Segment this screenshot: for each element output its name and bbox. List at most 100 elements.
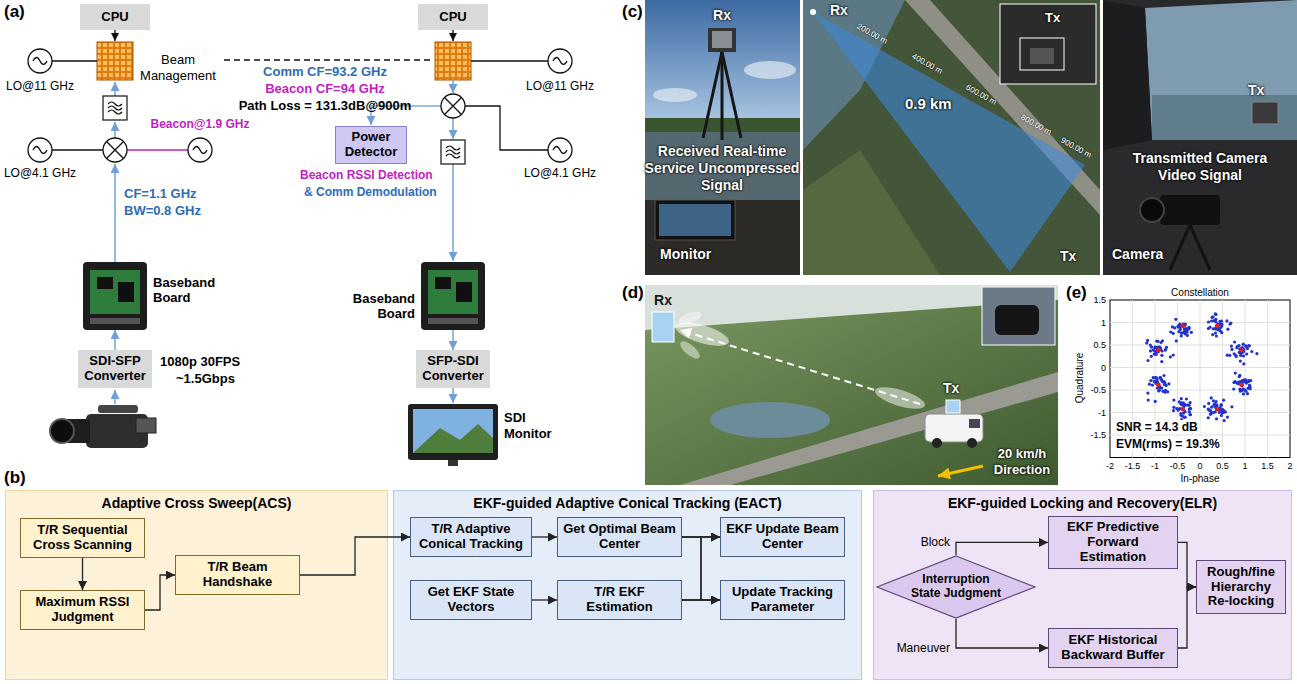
mixer-symbol — [441, 94, 465, 118]
constellation-point — [1211, 315, 1214, 318]
constellation-point — [1150, 346, 1153, 349]
constellation-point — [1235, 355, 1238, 358]
constellation-point — [1153, 346, 1156, 349]
diamond-outline — [877, 556, 1035, 618]
mixer-symbol — [103, 138, 127, 162]
constellation-plot — [1110, 435, 1290, 436]
constellation-point — [1150, 355, 1153, 358]
lo-wire — [471, 60, 548, 61]
signal-wire — [115, 80, 453, 404]
constellation-plot — [1110, 390, 1290, 391]
baseband-board-image — [435, 277, 451, 289]
photo-tx-vehicle — [1103, 0, 1297, 275]
constellation-point — [1247, 344, 1250, 347]
axis-tick: -1 — [1098, 407, 1106, 418]
terrain-view — [652, 312, 674, 342]
annotation: 20 km/h Direction — [987, 446, 1057, 477]
constellation-point — [1169, 355, 1172, 358]
ideal-point — [1215, 407, 1220, 412]
constellation-point — [1161, 349, 1164, 352]
process-box: EKF Historical Backward Buffer — [1048, 628, 1178, 668]
constellation-point — [1155, 353, 1158, 356]
box-label: T/R Sequential Cross Scanning — [25, 523, 140, 553]
photo-tx-vehicle — [1170, 225, 1190, 270]
constellation-point — [1234, 372, 1237, 375]
axis-tick: 1 — [1101, 317, 1106, 328]
signal-wire — [114, 122, 116, 138]
constellation-point — [1218, 329, 1221, 332]
filter-symbol — [108, 102, 122, 114]
baseband-board-image — [83, 262, 485, 330]
group-title: SFP-SDI Converter — [420, 354, 486, 384]
constellation-point — [1237, 380, 1240, 383]
oscillator-symbol — [33, 147, 47, 154]
group-title: SDI-SFP Converter — [82, 354, 148, 384]
constellation-point — [1146, 392, 1149, 395]
process-box: T/R Adaptive Conical Tracking — [410, 517, 532, 557]
constellation-point — [1189, 401, 1192, 404]
constellation-point — [1160, 354, 1163, 357]
constellation-point — [1221, 411, 1224, 414]
annotation: Beacon@1.9 GHz — [150, 117, 249, 131]
photo-rx-site — [655, 200, 735, 240]
annotation: Rx — [713, 7, 731, 24]
constellation-point — [1229, 322, 1232, 325]
cpu-arrow — [452, 30, 453, 41]
phased-array — [435, 42, 471, 80]
satellite-map — [813, 12, 1085, 272]
process-box: T/R Beam Handshake — [175, 555, 300, 595]
constellation-point — [1226, 354, 1229, 357]
sdi-monitor — [413, 424, 493, 453]
process-box: SDI-SFP Converter — [78, 350, 152, 388]
baseband-board-image — [90, 270, 140, 314]
constellation-point — [1190, 331, 1193, 334]
constellation-point — [1189, 413, 1192, 416]
axis-tick: 1 — [1242, 461, 1247, 472]
connector — [532, 599, 557, 600]
constellation-point — [1153, 350, 1156, 353]
constellation-point — [1210, 319, 1213, 322]
baseband-board-image — [428, 318, 478, 324]
constellation-point — [1220, 404, 1223, 407]
box-label: Baseband Board — [153, 276, 225, 306]
constellation-point — [1159, 341, 1162, 344]
box-label: EKF Historical Backward Buffer — [1053, 633, 1173, 663]
constellation-point — [1244, 344, 1247, 347]
constellation-point — [1230, 405, 1233, 408]
constellation-point — [1226, 328, 1229, 331]
annotation: SNR = 14.3 dB — [1114, 420, 1200, 434]
baseband-board-image — [421, 262, 485, 330]
box-label: Rough/fine Hierarchy Re-locking — [1201, 565, 1281, 610]
beacon-wire — [127, 149, 188, 151]
process-box: CPU — [418, 4, 488, 30]
connector — [682, 537, 720, 600]
annotation: Tx — [1045, 10, 1060, 26]
connector — [682, 536, 720, 537]
photo-rx-site — [645, 200, 800, 275]
terrain-view — [932, 438, 942, 448]
constellation-point — [1162, 374, 1165, 377]
photo-rx-site — [703, 52, 722, 138]
photo-tx-vehicle — [1145, 0, 1297, 140]
box-label: Get Optimal Beam Center — [562, 522, 677, 552]
constellation-point — [1175, 339, 1178, 342]
constellation-point — [1224, 410, 1227, 413]
signal-wire — [114, 82, 116, 96]
annotation: SDI Monitor — [504, 410, 562, 441]
annotation: Transmitted Camera Video Signal — [1115, 150, 1285, 184]
constellation-point — [1246, 392, 1249, 395]
constellation-point — [1215, 400, 1218, 403]
oscillator-symbol — [28, 49, 52, 73]
constellation-point — [1184, 416, 1187, 419]
annotation: Path Loss = 131.3dB@900m — [239, 98, 412, 114]
phased-array — [97, 42, 133, 80]
cpu-arrow — [115, 30, 453, 41]
satellite-map — [1000, 4, 1096, 84]
constellation-point — [1220, 320, 1223, 323]
signal-wire — [114, 390, 116, 404]
constellation-point — [1245, 345, 1248, 348]
process-box: T/R Sequential Cross Scanning — [20, 518, 145, 558]
constellation-point — [1226, 416, 1229, 419]
box-label: Update Tracking Parameter — [725, 585, 840, 615]
annotation: Camera — [1112, 246, 1163, 263]
